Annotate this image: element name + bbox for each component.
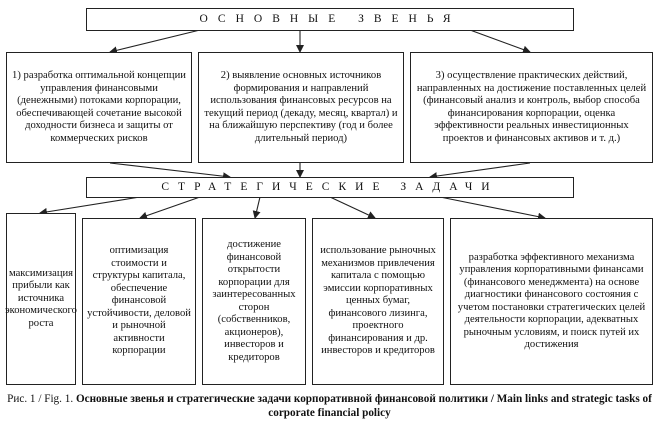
- main-links-header: Основные звенья: [86, 8, 574, 31]
- task-box-3-text: достижение финансовой открытости корпора…: [212, 239, 296, 363]
- arrow-tasks-to-task-4: [329, 196, 376, 219]
- arrow-link-3-to-tasks: [429, 162, 531, 180]
- figure-caption-title: Основные звенья и стратегические задачи …: [75, 393, 652, 419]
- task-box-4: использование рыночных механизмов привле…: [312, 218, 444, 385]
- link-box-1: 1) разработка оптимальной концепции упра…: [6, 52, 192, 163]
- main-links-header-text: Основные звенья: [199, 12, 461, 25]
- arrow-tasks-to-task-3: [252, 196, 261, 219]
- link-box-1-text: 1) разработка оптимальной концепции упра…: [12, 70, 186, 144]
- figure-caption-label: Рис. 1 / Fig. 1.: [7, 393, 74, 405]
- arrow-tasks-to-task-1: [39, 196, 141, 216]
- task-box-4-text: использование рыночных механизмов привле…: [320, 245, 436, 357]
- task-box-2-text: оптимизация стоимости и структуры капита…: [87, 245, 191, 357]
- task-box-2: оптимизация стоимости и структуры капита…: [82, 218, 196, 385]
- strategic-tasks-header: Стратегические задачи: [86, 177, 574, 198]
- task-box-1-text: максимизация прибыли как источника эконо…: [5, 267, 77, 329]
- arrow-tasks-to-task-2: [139, 196, 201, 220]
- link-box-3: 3) осуществление практических действий, …: [410, 52, 653, 163]
- arrow-tasks-to-task-5: [439, 196, 546, 221]
- strategic-tasks-header-text: Стратегические задачи: [161, 180, 499, 193]
- figure-caption: Рис. 1 / Fig. 1. Основные звенья и страт…: [0, 392, 659, 420]
- task-box-1: максимизация прибыли как источника эконо…: [5, 213, 77, 385]
- arrow-link-1-to-tasks: [109, 162, 231, 181]
- link-box-2-text: 2) выявление основных источников формиро…: [204, 70, 398, 144]
- link-box-2: 2) выявление основных источников формиро…: [198, 52, 404, 163]
- task-box-3: достижение финансовой открытости корпора…: [202, 218, 306, 385]
- task-box-5: разработка эффективного механизма управл…: [450, 218, 653, 385]
- task-box-5-text: разработка эффективного механизма управл…: [457, 251, 646, 351]
- arrow-main-to-link-3: [469, 29, 531, 54]
- arrow-main-to-link-1: [109, 29, 201, 55]
- link-box-3-text: 3) осуществление практических действий, …: [416, 70, 647, 144]
